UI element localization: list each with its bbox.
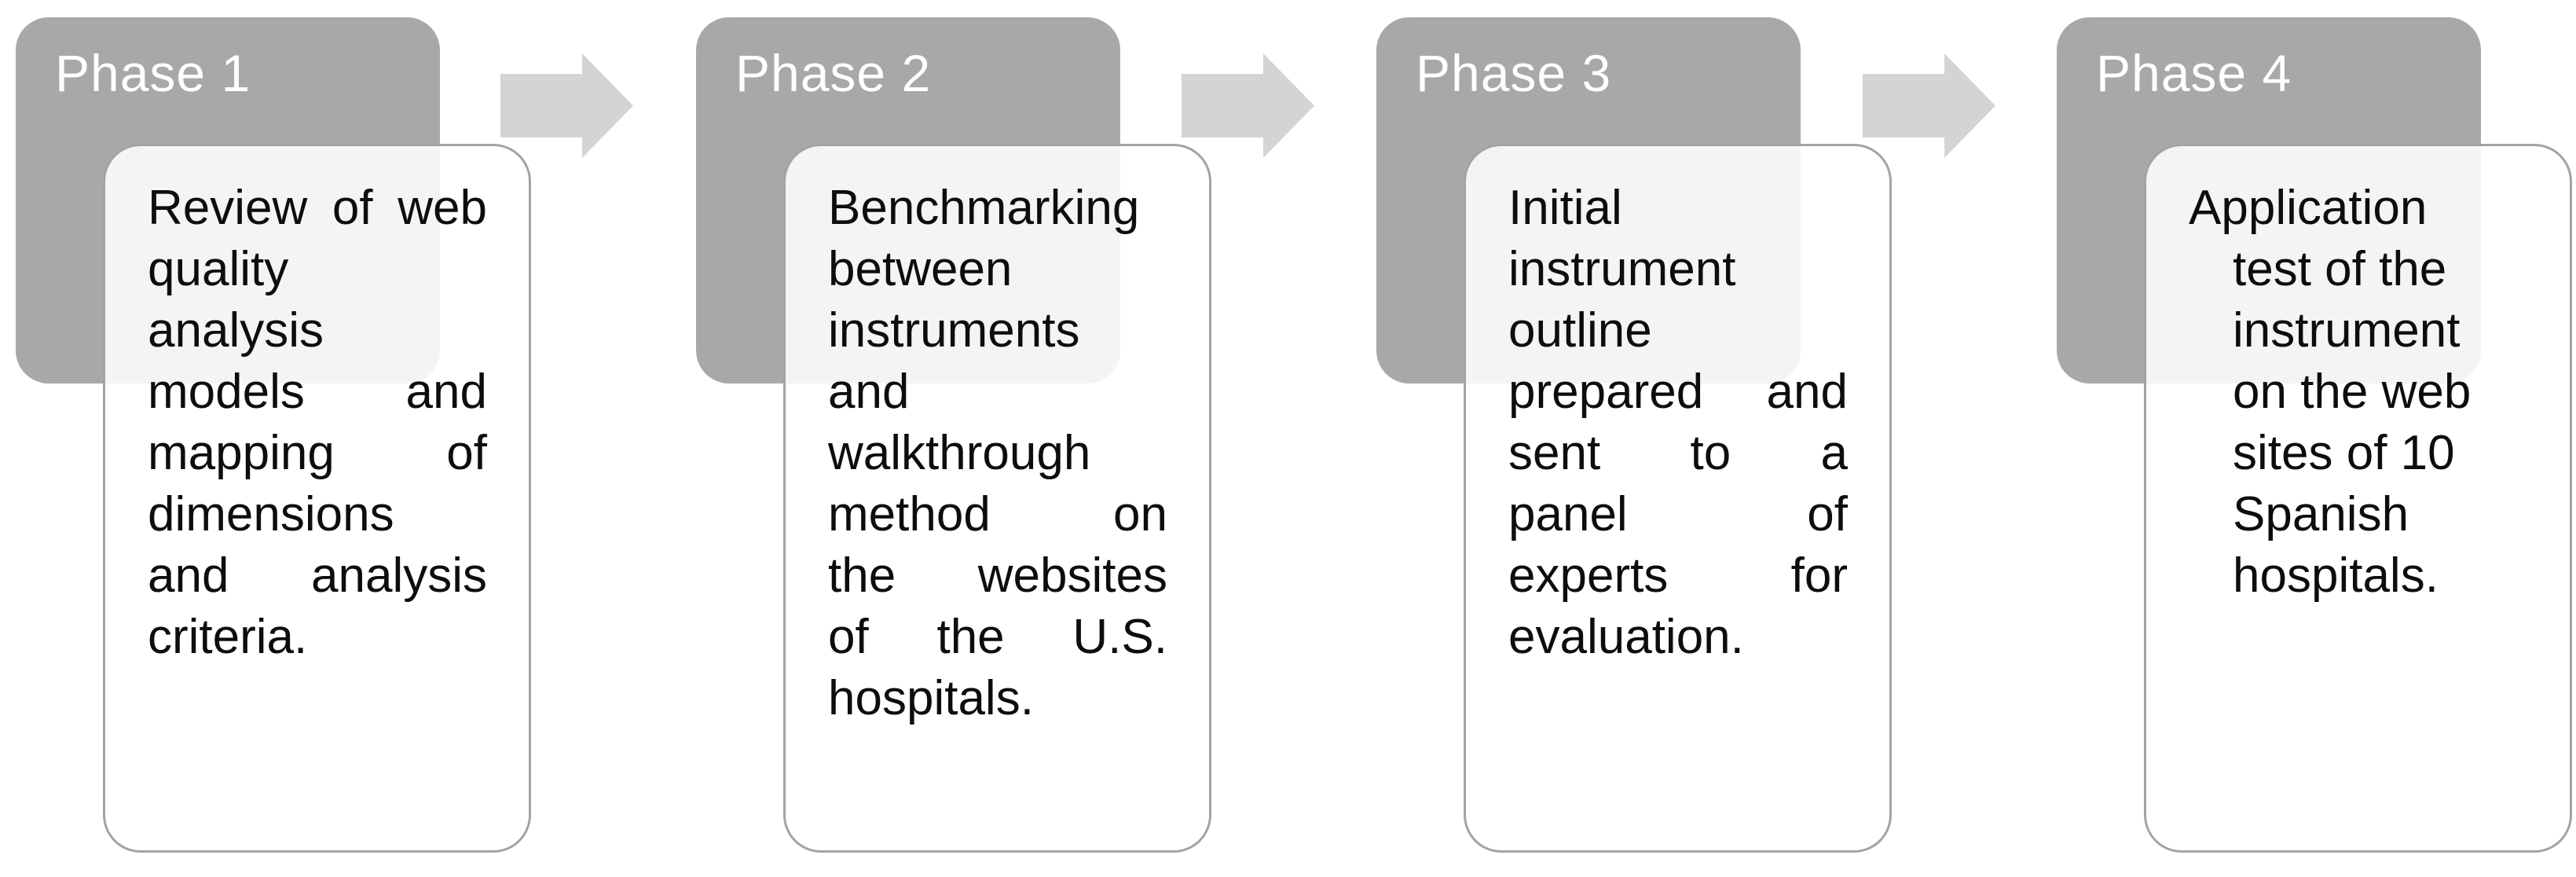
phase-description-text: Review of web quality analysis models and ma… — [105, 146, 529, 668]
description-line: dimensions — [148, 487, 394, 541]
description-line: analysis — [148, 303, 324, 358]
phase-description-card: Application test of the instrument on the w… — [2144, 144, 2572, 853]
description-line: models and — [148, 365, 487, 419]
arrow-phase2-phase3-icon — [1182, 53, 1314, 158]
description-line: Spanish — [2233, 487, 2409, 541]
description-line: panel of — [1508, 487, 1848, 541]
phase-description-text: Benchmarking between instruments and walkthr… — [786, 146, 1209, 729]
description-line: quality — [148, 242, 289, 296]
phase-group-4: Phase 4 Application test of the instrument… — [2057, 0, 2572, 864]
phase-title: Phase 1 — [55, 44, 251, 102]
description-line: instruments — [828, 303, 1080, 358]
description-line: the websites — [828, 549, 1167, 603]
description-line: test of the — [2233, 242, 2447, 296]
description-line: sent to a — [1508, 426, 1848, 480]
description-line: on the web — [2233, 365, 2472, 419]
description-line: of the U.S. — [828, 610, 1167, 664]
description-line: instrument — [2233, 303, 2461, 358]
arrow-phase1-phase2-icon — [500, 53, 633, 158]
description-line: Benchmarking — [828, 181, 1140, 235]
phase-group-2: Phase 2 Benchmarking between instruments an… — [696, 0, 1211, 864]
description-line: mapping of — [148, 426, 487, 480]
description-line: outline — [1508, 303, 1652, 358]
description-line: experts for — [1508, 549, 1848, 603]
description-line: hospitals. — [2233, 549, 2439, 603]
phase-title: Phase 2 — [735, 44, 932, 102]
description-line: hospitals. — [828, 671, 1034, 725]
description-line: walkthrough — [828, 426, 1091, 480]
phase-title: Phase 3 — [1416, 44, 1612, 102]
phase-description-text: Initial instrument outline prepared and sent… — [1466, 146, 1889, 668]
description-line: method on — [828, 487, 1167, 541]
description-line: Application — [2189, 181, 2428, 235]
description-line: sites of 10 — [2233, 426, 2455, 480]
description-line: and analysis — [148, 549, 487, 603]
description-line: evaluation. — [1508, 610, 1744, 664]
description-line: criteria. — [148, 610, 308, 664]
phase-description-card: Review of web quality analysis models and ma… — [103, 144, 531, 853]
phase-group-1: Phase 1 Review of web quality analysis mode… — [16, 0, 531, 864]
description-line: between — [828, 242, 1013, 296]
phase-description-card: Initial instrument outline prepared and sent… — [1464, 144, 1892, 853]
phase-title: Phase 4 — [2096, 44, 2292, 102]
description-line: Review of web — [148, 181, 487, 235]
arrow-phase3-phase4-icon — [1863, 53, 1995, 158]
description-line: and — [828, 365, 910, 419]
phase-description-card: Benchmarking between instruments and walkthr… — [783, 144, 1211, 853]
description-line: instrument — [1508, 242, 1736, 296]
phase-group-3: Phase 3 Initial instrument outline prepared… — [1376, 0, 1892, 864]
phase-description-text: Application test of the instrument on the w… — [2146, 146, 2570, 607]
description-line: prepared and — [1508, 365, 1848, 419]
description-line: Initial — [1508, 181, 1622, 235]
